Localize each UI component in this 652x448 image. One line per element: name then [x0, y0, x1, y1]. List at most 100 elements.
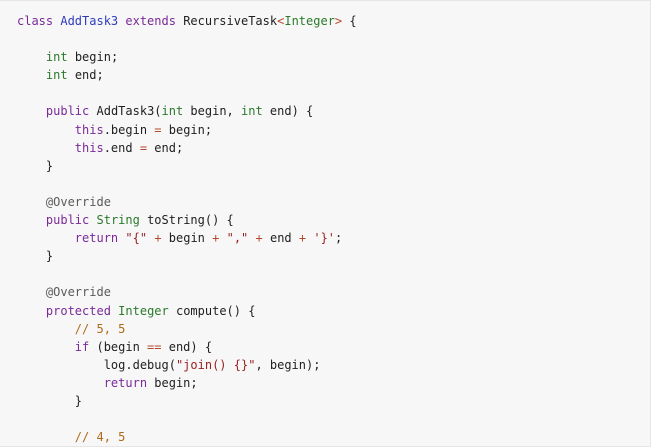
code-token-plain: .end: [103, 140, 140, 155]
code-token-annotation: @Override: [45, 194, 111, 209]
code-line: }: [17, 157, 357, 175]
code-token-plain: [17, 104, 46, 118]
code-token-operator: ==: [147, 339, 162, 354]
code-token-plain: compute() {: [168, 303, 256, 318]
code-token-plain: end) {: [262, 104, 314, 119]
code-token-plain: [17, 141, 75, 155]
code-token-plain: [17, 340, 75, 354]
code-token-plain: [17, 68, 46, 82]
code-token-keyword: extends: [118, 14, 184, 28]
code-line: [17, 175, 357, 193]
code-token-plain: [17, 430, 75, 444]
code-token-plain: }: [17, 393, 83, 408]
code-token-class: AddTask3: [60, 14, 119, 28]
code-token-plain: begin;: [147, 375, 198, 390]
code-token-keyword: public: [45, 104, 90, 119]
code-token-plain: .begin: [103, 122, 155, 137]
code-token-plain: [17, 213, 46, 227]
code-line: return begin;: [17, 374, 357, 392]
code-token-string: "{": [125, 231, 148, 246]
code-line: int begin;: [17, 48, 357, 66]
code-line: }: [17, 392, 357, 410]
code-token-plain: begin: [161, 231, 213, 246]
code-token-keyword: protected: [45, 303, 111, 318]
code-token-type: Integer: [118, 303, 169, 318]
code-token-keyword: if: [74, 339, 90, 354]
code-token-operator: +: [298, 231, 307, 246]
code-token-plain: RecursiveTask: [183, 14, 278, 28]
code-token-plain: begin,: [183, 104, 241, 119]
code-token-operator: >: [334, 14, 343, 28]
code-line: // 4, 5: [17, 428, 357, 446]
code-token-plain: [17, 195, 46, 209]
code-line: [17, 30, 357, 48]
code-token-keyword: return: [103, 375, 148, 390]
code-token-operator: =: [139, 140, 148, 155]
code-token-type: int: [45, 50, 68, 65]
code-token-plain: [17, 376, 104, 390]
code-token-type: int: [161, 104, 184, 119]
code-line: if (begin == end) {: [17, 338, 357, 356]
code-token-type: String: [96, 213, 140, 228]
code-token-operator: =: [154, 122, 162, 137]
code-token-keyword: return: [74, 231, 119, 246]
code-token-plain: [248, 231, 255, 245]
code-line: log.debug("join() {}", begin);: [17, 356, 357, 374]
code-token-annotation: @Override: [45, 285, 111, 300]
code-line: // 5, 5: [17, 320, 357, 338]
code-line: class AddTask3 extends RecursiveTask<Int…: [17, 12, 357, 30]
code-token-plain: [219, 231, 226, 245]
code-line: public String toString() {: [17, 211, 357, 229]
code-token-plain: {: [342, 14, 357, 28]
code-token-keyword: public: [45, 213, 90, 228]
code-token-string: ",": [226, 231, 249, 246]
code-line: [17, 265, 357, 283]
code-token-type: int: [241, 104, 263, 119]
code-line: int end;: [17, 66, 357, 84]
code-line: @Override: [17, 283, 357, 301]
code-line: }: [17, 247, 357, 265]
code-token-operator: +: [154, 231, 162, 246]
code-line: return "{" + begin + "," + end + '}';: [17, 229, 357, 247]
code-token-plain: ;: [335, 231, 343, 246]
code-line: @Override: [17, 193, 357, 211]
code-token-plain: }: [17, 158, 54, 173]
code-token-plain: end: [262, 231, 299, 246]
code-line: this.end = end;: [17, 139, 357, 157]
code-token-plain: end;: [147, 140, 184, 155]
code-token-plain: }: [17, 249, 54, 264]
code-token-plain: AddTask3(: [89, 104, 162, 119]
code-token-string: "join() {}": [175, 357, 256, 372]
code-token-keyword: this: [74, 122, 104, 137]
code-token-plain: [17, 231, 75, 245]
code-token-plain: end;: [67, 68, 104, 83]
code-token-plain: log.debug(: [17, 357, 176, 372]
code-token-operator: +: [212, 231, 220, 246]
code-token-plain: end) {: [161, 339, 213, 354]
code-token-plain: [17, 322, 75, 336]
code-token-comment: // 4, 5: [74, 430, 126, 445]
code-token-type: int: [45, 68, 68, 83]
code-token-plain: [17, 285, 46, 299]
code-token-plain: begin;: [67, 50, 119, 65]
code-token-plain: [89, 213, 96, 227]
code-line: public AddTask3(int begin, int end) {: [17, 102, 357, 120]
code-token-plain: [17, 123, 75, 137]
code-content: class AddTask3 extends RecursiveTask<Int…: [17, 12, 357, 446]
code-token-string: '}': [313, 231, 336, 246]
code-token-operator: +: [255, 231, 263, 246]
code-token-generic: Integer: [284, 14, 335, 28]
code-token-comment: // 5, 5: [74, 321, 126, 336]
code-token-plain: toString() {: [139, 213, 234, 228]
code-token-keyword: this: [74, 140, 104, 155]
code-line: [17, 410, 357, 428]
code-token-plain: (begin: [89, 339, 148, 354]
code-line: protected Integer compute() {: [17, 302, 357, 320]
code-token-plain: [17, 50, 46, 64]
code-token-plain: begin;: [161, 122, 213, 137]
code-token-plain: [17, 304, 46, 318]
code-token-keyword: class: [17, 14, 61, 28]
code-token-operator: <: [277, 14, 285, 28]
code-line: [17, 84, 357, 102]
